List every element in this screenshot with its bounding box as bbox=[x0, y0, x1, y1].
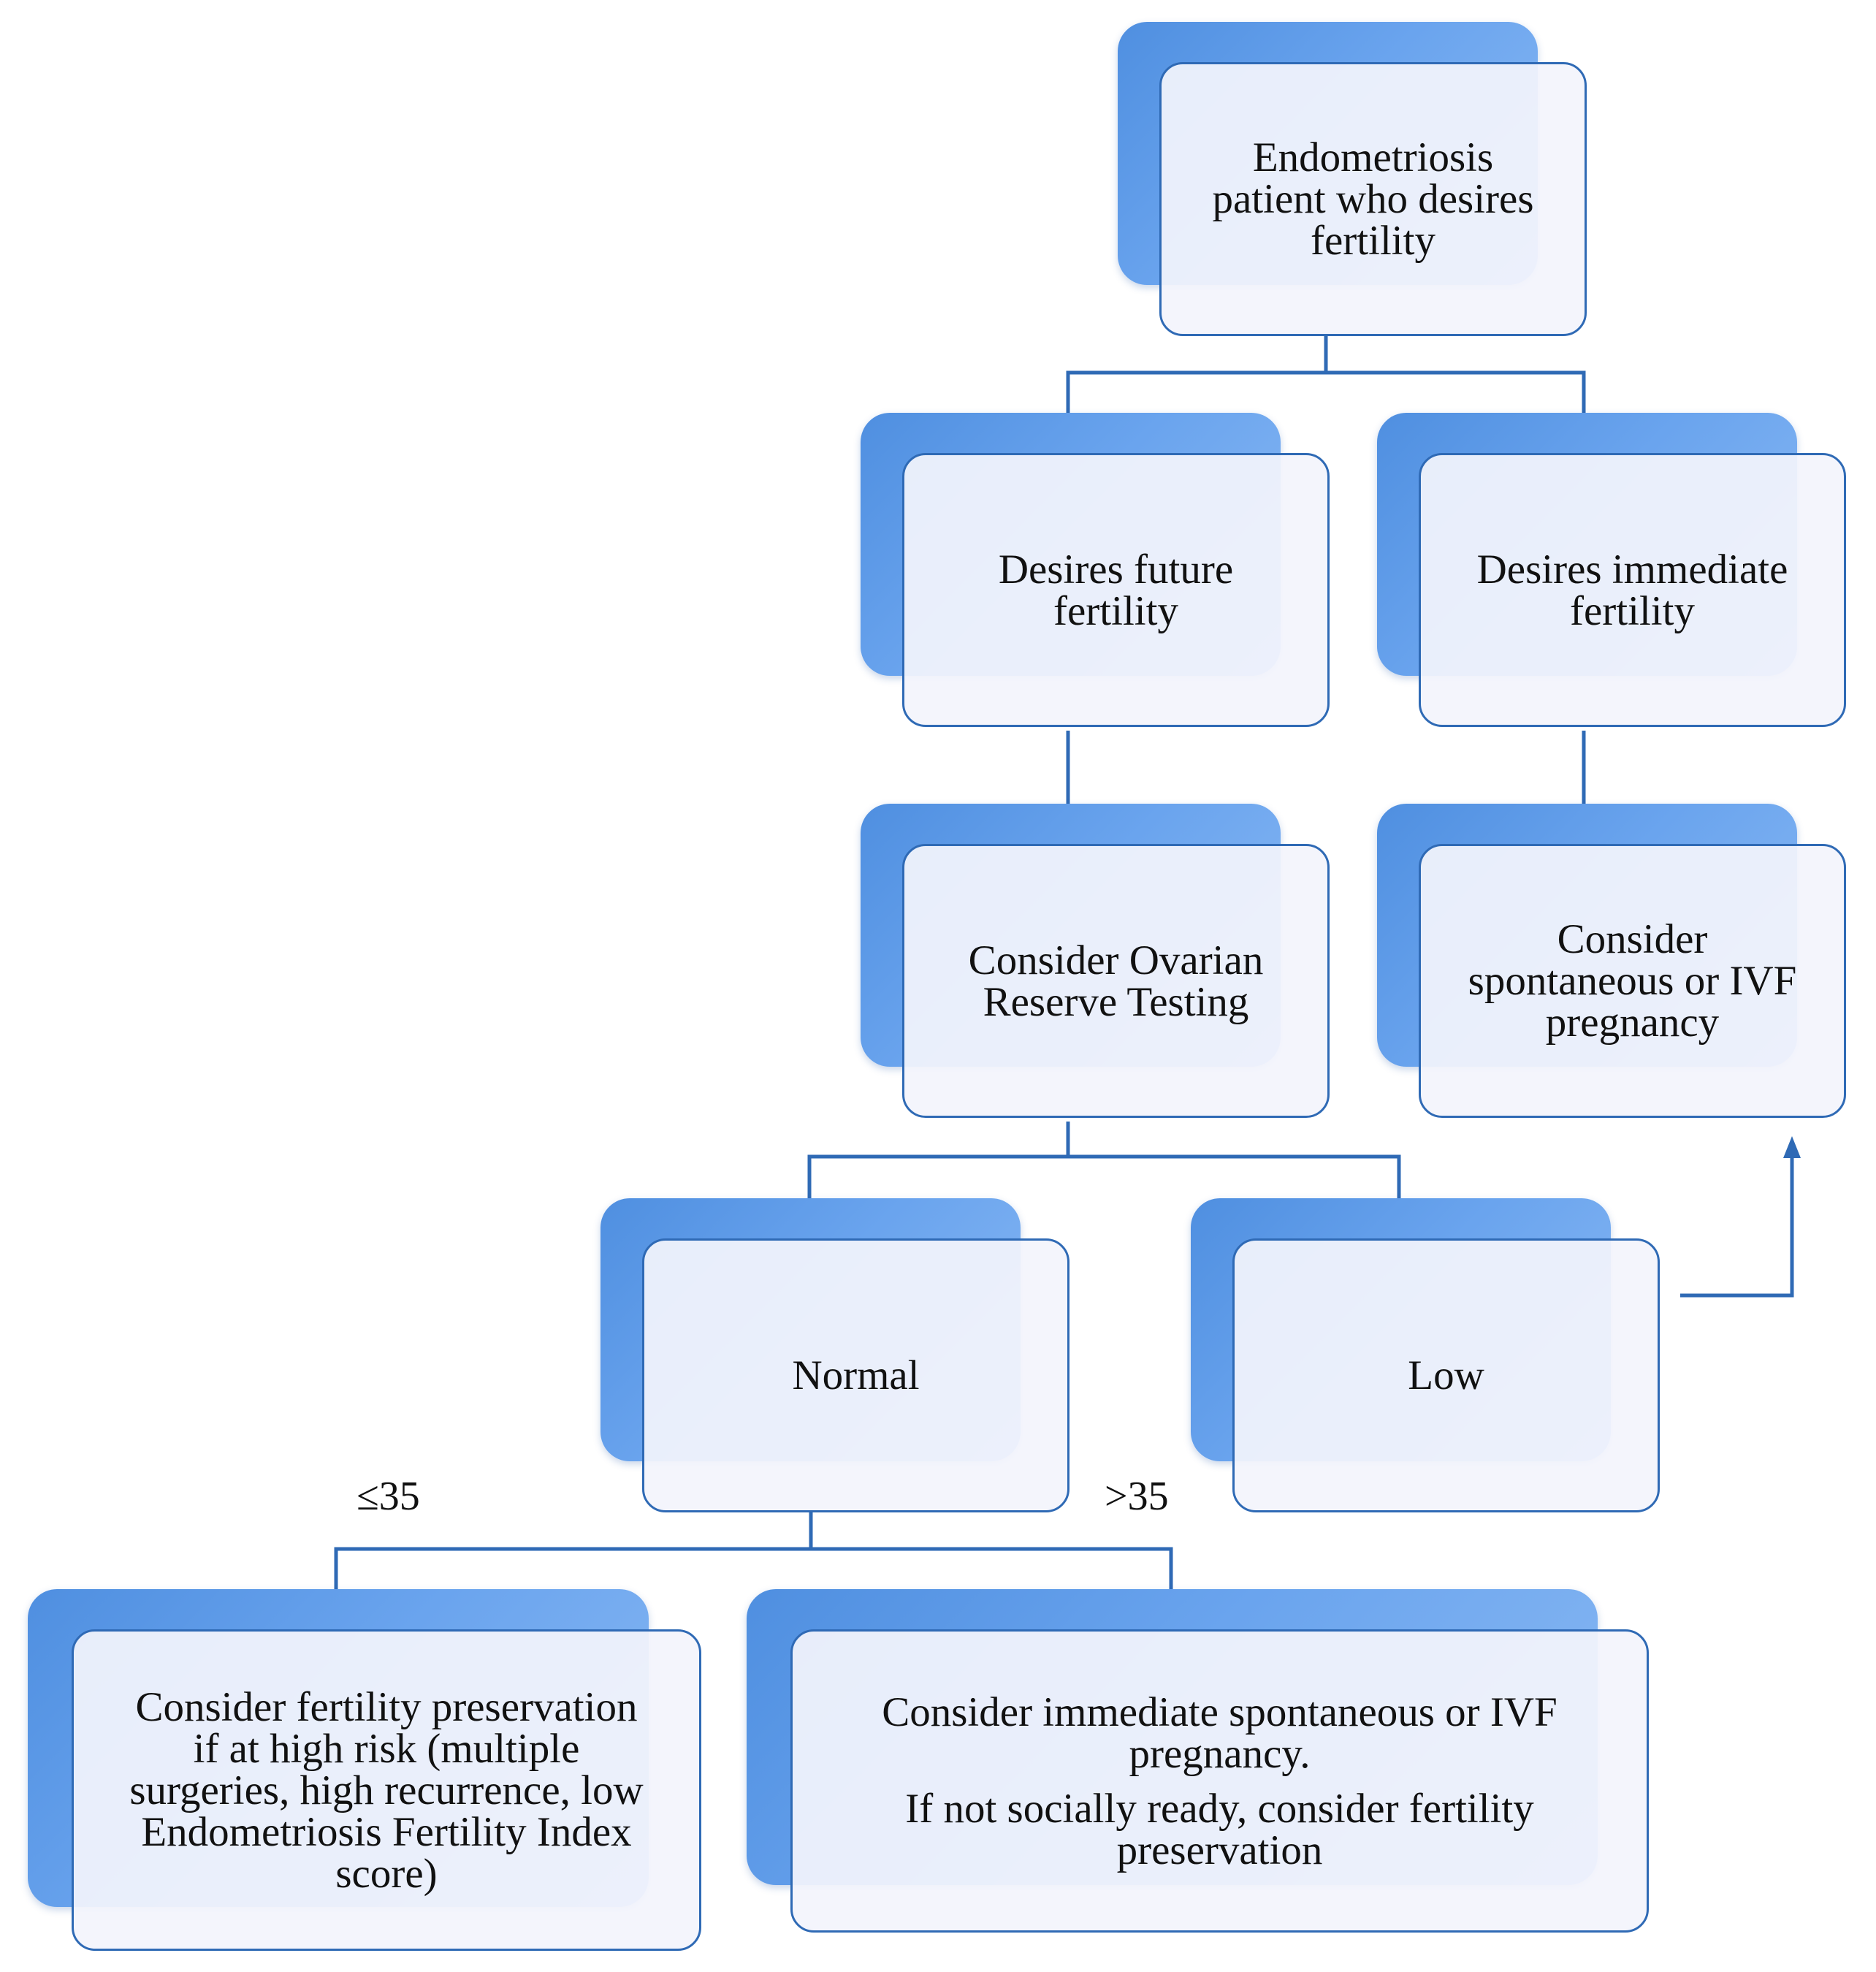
connector-root-to-future bbox=[1066, 370, 1586, 413]
node-normal-label: Normal bbox=[792, 1352, 920, 1398]
node-desires-future-fertility-label: Desires future fertility bbox=[998, 546, 1234, 634]
edge-label-age-le-35: ≤35 bbox=[356, 1474, 420, 1519]
node-root-label: Endometriosis patient who desires fertil… bbox=[1212, 134, 1534, 264]
edge-label-age-gt-35: >35 bbox=[1105, 1474, 1169, 1519]
node-immediate-ivf-or-preservation-label: Consider immediate spontaneous or IVF pr… bbox=[882, 1689, 1557, 1873]
node-low-label: Low bbox=[1408, 1352, 1484, 1398]
arrowhead-icon bbox=[1783, 1136, 1801, 1158]
node-desires-immediate-fertility-label: Desires immediate fertility bbox=[1476, 546, 1788, 634]
connector-low-to-spontaneous bbox=[1680, 1151, 1794, 1298]
connector-ovarian-to-normal-low bbox=[807, 1154, 1401, 1198]
node-ovarian-reserve-testing-label: Consider Ovarian Reserve Testing bbox=[968, 937, 1264, 1025]
node-fertility-preservation-label: Consider fertility preservation if at hi… bbox=[129, 1683, 644, 1897]
node-spontaneous-ivf-pregnancy-label: Consider spontaneous or IVF pregnancy bbox=[1468, 916, 1797, 1046]
connector-normal-to-bottom bbox=[334, 1547, 1173, 1589]
